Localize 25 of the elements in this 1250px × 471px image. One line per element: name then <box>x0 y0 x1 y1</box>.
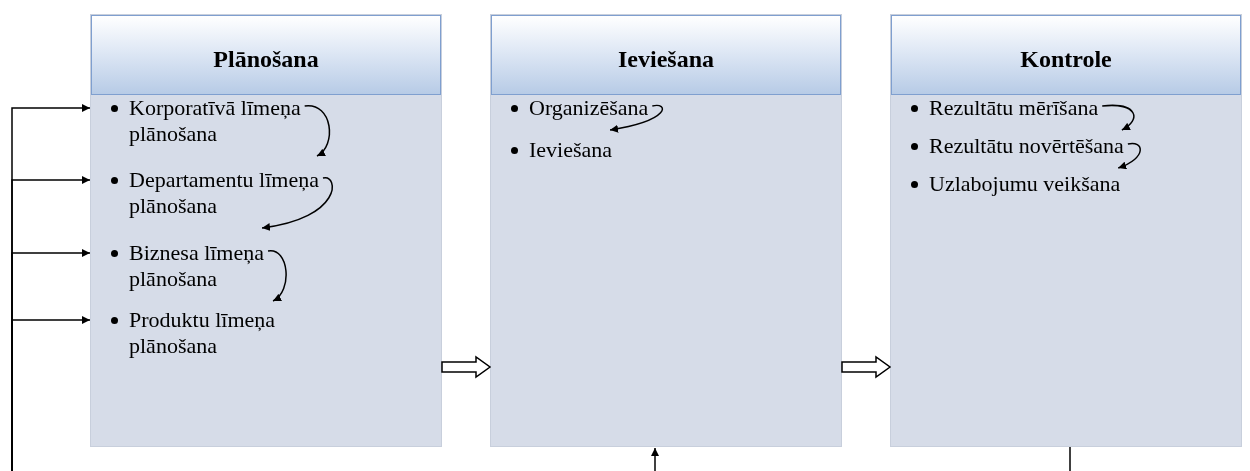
feedback-arrow <box>651 447 659 471</box>
bullet-item: Organizēšana <box>491 95 704 121</box>
panel-title: Kontrole <box>1020 45 1112 73</box>
stage-panel <box>90 14 442 447</box>
panel-title: Ieviešana <box>618 45 714 73</box>
stage-panel <box>890 14 1242 447</box>
feedback-arrow <box>11 316 91 471</box>
bullet-item: Ieviešana <box>491 137 704 163</box>
curved-arrow <box>261 177 334 231</box>
curved-arrow <box>1117 142 1141 169</box>
block-arrow <box>441 355 492 379</box>
curved-arrow <box>303 105 331 157</box>
curved-arrow <box>267 250 287 302</box>
bullet-item: Biznesa līmeņa plānošana <box>91 240 329 292</box>
stage-panel <box>490 14 842 447</box>
bullet-item: Rezultātu mērīšana <box>891 95 1149 121</box>
curved-arrow <box>1101 104 1135 131</box>
panel-title: Plānošana <box>213 45 319 73</box>
block-arrow <box>841 355 892 379</box>
bullet-item: Produktu līmeņa plānošana <box>91 307 329 359</box>
bullet-item: Rezultātu novērtēšana <box>891 133 1159 159</box>
bullet-item: Uzlabojumu veikšana <box>891 171 1159 197</box>
curved-arrow <box>609 104 664 133</box>
bullet-item: Korporatīvā līmeņa plānošana <box>91 95 384 147</box>
bullet-item: Departamentu līmeņa plānošana <box>91 167 384 219</box>
